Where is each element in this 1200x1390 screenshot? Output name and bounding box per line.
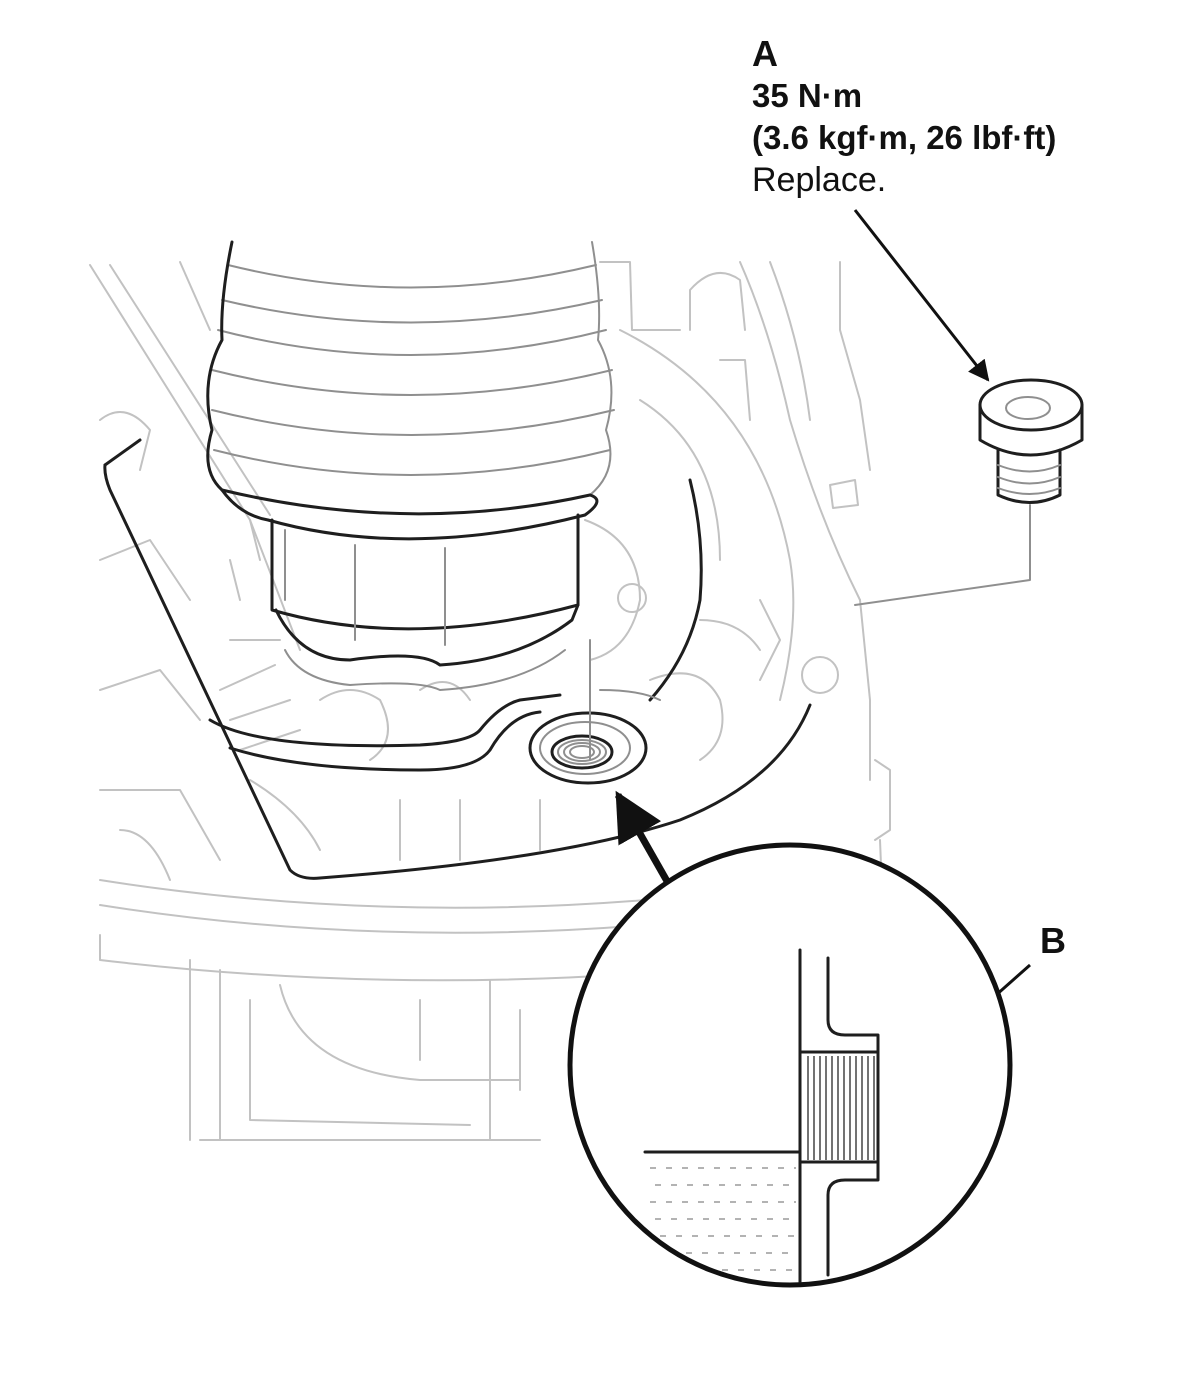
callout-a-letter: A xyxy=(752,33,778,74)
housing-front-edge xyxy=(103,438,812,880)
callout-a-torque-nm: 35 N·m xyxy=(752,77,862,114)
driveshaft-boot xyxy=(206,240,615,691)
drain-plug-hole xyxy=(528,639,648,785)
detail-magnified-view xyxy=(567,842,1013,1288)
transmission-housing-outline xyxy=(89,261,891,1141)
callout-a-instruction: Replace. xyxy=(752,161,886,199)
callout-a-leader-arrow xyxy=(853,209,990,382)
drain-plug-bolt xyxy=(854,378,1084,606)
callout-a-torque-alt: (3.6 kgf·m, 26 lbf·ft) xyxy=(752,119,1056,156)
callout-b-letter: B xyxy=(1040,920,1066,961)
callout-a: A 35 N·m (3.6 kgf·m, 26 lbf·ft) Replace. xyxy=(752,33,1056,199)
thread-hatching xyxy=(807,1056,875,1160)
